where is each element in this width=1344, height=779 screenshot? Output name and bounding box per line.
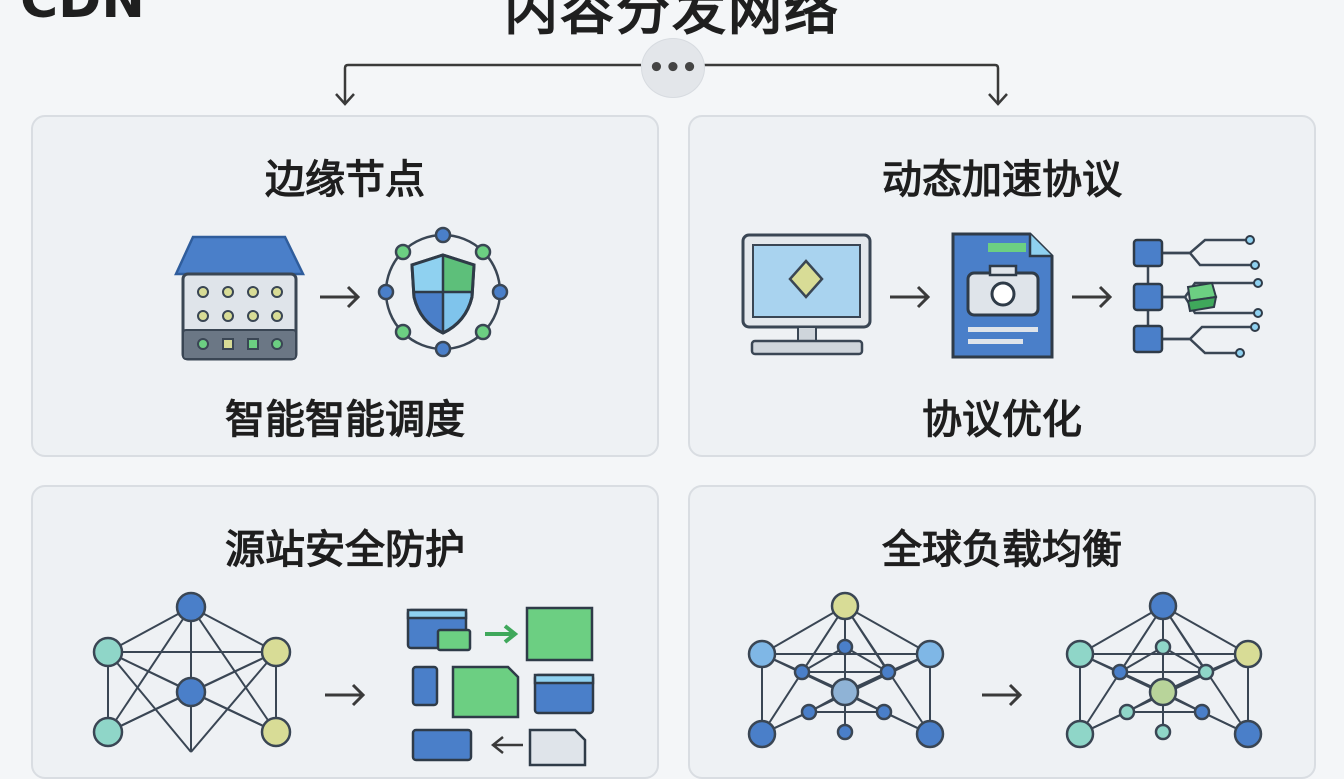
arrow-right-icon bbox=[1072, 285, 1113, 309]
page-title: 内容分发网络 bbox=[504, 0, 840, 42]
card-edge-nodes: 边缘节点 智能智能调度 bbox=[31, 115, 659, 457]
card-title: 动态加速协议 bbox=[882, 157, 1122, 203]
card-global-load-balancing: 全球负载均衡 bbox=[688, 485, 1316, 779]
card-subtitle: 协议优化 bbox=[922, 397, 1082, 443]
header-prefix: CDN bbox=[20, 0, 145, 30]
card-title: 源站安全防护 bbox=[225, 527, 465, 573]
mesh-network-icon bbox=[92, 591, 292, 753]
circuit-network-icon bbox=[1132, 235, 1263, 358]
card-dynamic-acceleration: 动态加速协议 协议优化 bbox=[688, 115, 1316, 457]
mesh-network-icon bbox=[747, 591, 945, 749]
card-subtitle: 智能智能调度 bbox=[225, 397, 465, 443]
connector-arrows bbox=[335, 63, 1008, 106]
arrow-right-icon bbox=[982, 683, 1023, 707]
arrow-right-icon bbox=[890, 285, 931, 309]
arrow-right-icon bbox=[325, 683, 366, 707]
monitor-icon bbox=[741, 233, 872, 356]
more-menu-button[interactable]: ••• bbox=[641, 38, 705, 98]
server-building-icon bbox=[174, 235, 305, 361]
card-title: 全球负载均衡 bbox=[882, 527, 1122, 573]
document-camera-icon bbox=[951, 232, 1054, 359]
card-origin-security: 源站安全防护 bbox=[31, 485, 659, 779]
mesh-network-icon bbox=[1065, 591, 1263, 749]
shield-network-icon bbox=[377, 226, 509, 358]
arrow-right-icon bbox=[320, 285, 361, 309]
card-title: 边缘节点 bbox=[265, 157, 425, 203]
file-windows-icon bbox=[406, 606, 595, 767]
